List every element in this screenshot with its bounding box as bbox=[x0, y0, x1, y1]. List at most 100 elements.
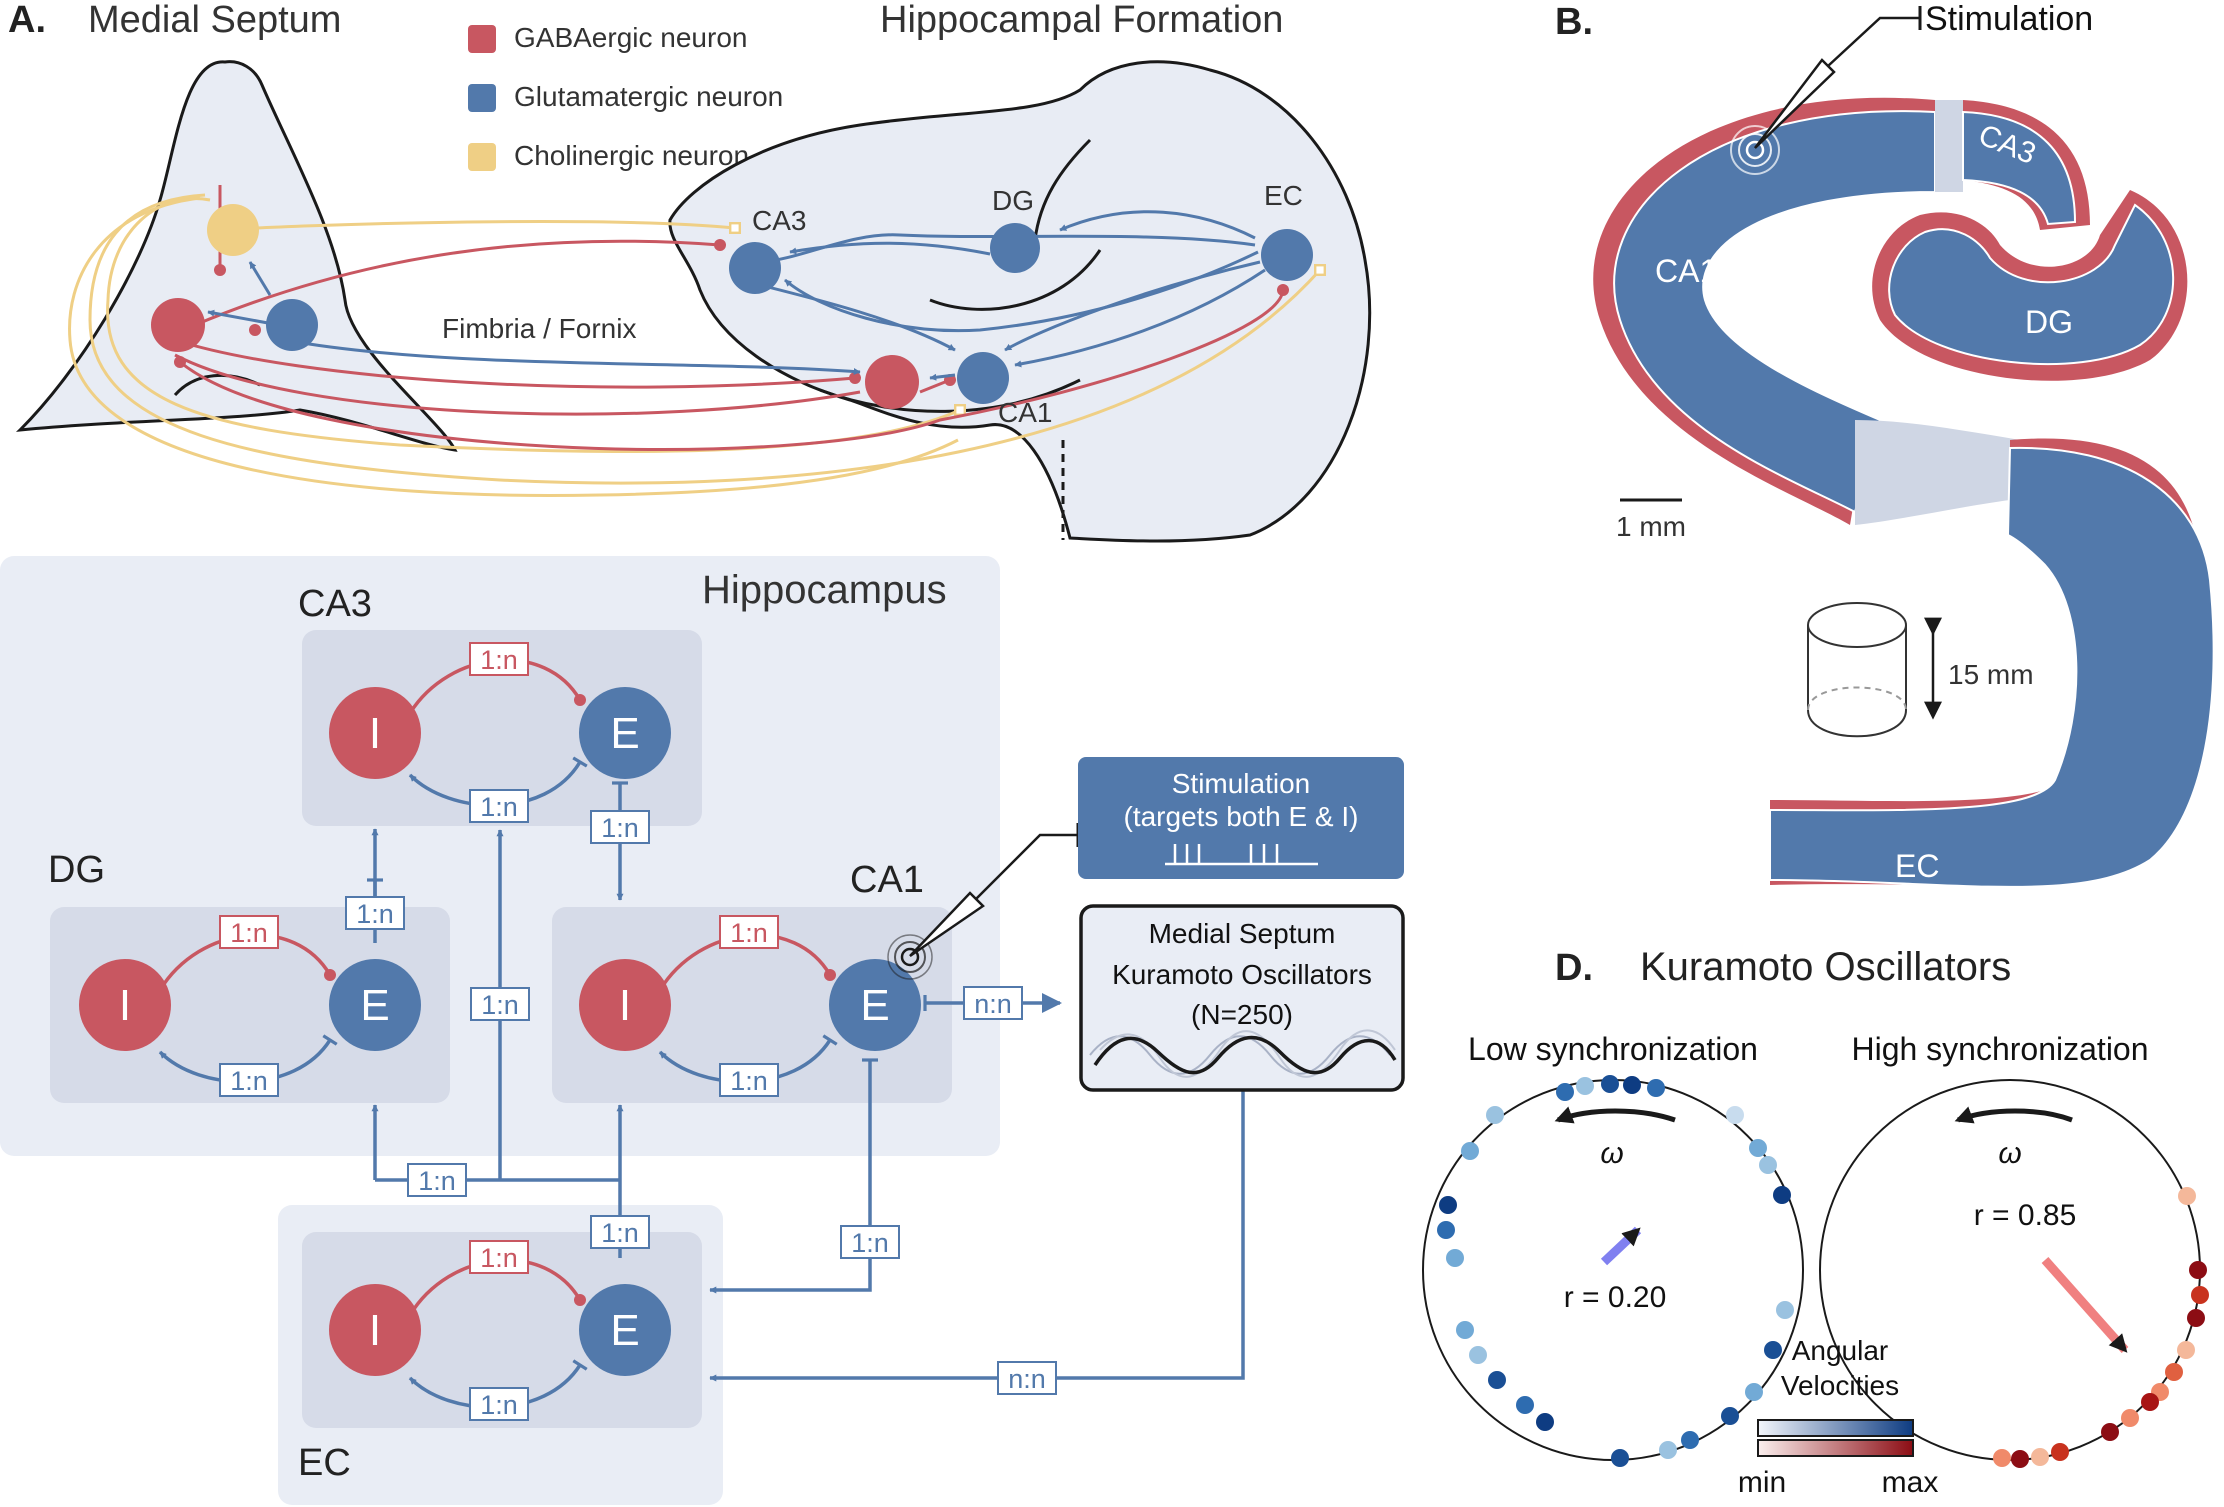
ca1-ms-ratio: n:n bbox=[974, 989, 1012, 1019]
legend-swatch-gaba bbox=[468, 25, 496, 53]
medial-septum-box bbox=[1079, 904, 1405, 1092]
colorbar-red bbox=[1757, 1439, 1914, 1457]
hippocampal-inner-line bbox=[1033, 138, 1092, 241]
dg-e-node bbox=[329, 959, 421, 1051]
ca1-gabaergic-neuron bbox=[865, 355, 919, 409]
dg-neuron bbox=[990, 223, 1040, 273]
legend: GABAergic neuron Glutamatergic neuron Ch… bbox=[468, 22, 783, 171]
hippocampus-label: Hippocampus bbox=[702, 568, 947, 612]
label-ca1: CA1 bbox=[1655, 253, 1717, 289]
ca1-glutamatergic-neuron bbox=[957, 352, 1009, 404]
ca1-i-node bbox=[579, 959, 671, 1051]
colorbar-title-line2: Velocities bbox=[1781, 1370, 1899, 1401]
ec-i-node bbox=[329, 1284, 421, 1376]
panel-d-title: Kuramoto Oscillators bbox=[1640, 945, 2011, 989]
ms-box-line3: (N=250) bbox=[1191, 999, 1293, 1030]
ec-ca1-ratio: 1:n bbox=[601, 1218, 639, 1248]
ca3-blue-body bbox=[1962, 110, 2077, 226]
ca1-blue-ratio: 1:n bbox=[730, 1066, 768, 1096]
spike-train-icon bbox=[1165, 844, 1318, 866]
legend-swatch-chol bbox=[468, 143, 496, 171]
ca3-module bbox=[302, 630, 702, 826]
ms-box-line2: Kuramoto Oscillators bbox=[1112, 959, 1372, 990]
ca3-ca1-ratio: 1:n bbox=[601, 813, 639, 843]
medial-septum-shape bbox=[15, 60, 458, 452]
panel-a: A. Medial Septum Hippocampal Formation G… bbox=[8, 0, 1372, 543]
ec-module bbox=[302, 1232, 702, 1428]
region-label-ca3: CA3 bbox=[752, 205, 806, 236]
panel-c: C. Hippocampus CA3 DG CA1 EC bbox=[0, 556, 1405, 1505]
medial-septum-title: Medial Septum bbox=[88, 0, 341, 41]
ec-module-label: EC bbox=[298, 1442, 351, 1484]
angular-velocity-colorbar: Angular Velocities min max bbox=[1738, 1335, 1939, 1499]
blue-ratio-labels: 1:n 1:n 1:n 1:n 1:n 1:n 1:n 1:n 1:n 1:n … bbox=[219, 789, 1057, 1421]
electrode-icon bbox=[1730, 6, 1922, 175]
ca3-neuron bbox=[729, 242, 781, 294]
hippocampal-formation-shape bbox=[668, 60, 1372, 543]
dg-blue-ratio: 1:n bbox=[230, 1066, 268, 1096]
dg-curve bbox=[929, 249, 1102, 311]
label-ec: EC bbox=[1895, 848, 1939, 884]
dg-i-label: I bbox=[119, 981, 131, 1030]
ca1-ec-ratio: 1:n bbox=[851, 1228, 889, 1258]
ca1-i-label: I bbox=[619, 981, 631, 1030]
dg-module bbox=[50, 907, 450, 1103]
low-sync-label: Low synchronization bbox=[1468, 1031, 1758, 1067]
ca3-i-label: I bbox=[369, 709, 381, 758]
ca1-e-node bbox=[829, 959, 921, 1051]
high-r-value: r = 0.85 bbox=[1974, 1199, 2077, 1232]
region-label-ec: EC bbox=[1264, 180, 1303, 211]
stimulation-box-line1: Stimulation bbox=[1172, 768, 1311, 799]
stimulation-box-line2: (targets both E & I) bbox=[1124, 801, 1359, 832]
ca1-electrode-icon bbox=[887, 823, 1080, 980]
ec-blue-ratio: 1:n bbox=[480, 1390, 518, 1420]
label-dg: DG bbox=[2025, 304, 2073, 340]
septum-gabaergic-neuron bbox=[151, 298, 205, 352]
colorbar-title-line1: Angular bbox=[1792, 1335, 1889, 1366]
stimulation-box bbox=[1078, 757, 1404, 879]
high-sync-oscillators bbox=[1993, 1187, 2209, 1468]
red-ratio-labels: 1:n 1:n 1:n 1:n bbox=[219, 642, 779, 1274]
ca3-e-node bbox=[579, 687, 671, 779]
low-omega: ω bbox=[1600, 1137, 1623, 1170]
dg-i-node bbox=[79, 959, 171, 1051]
legend-label-chol: Cholinergic neuron bbox=[514, 140, 749, 171]
legend-swatch-glut bbox=[468, 84, 496, 112]
ca1-e-label: E bbox=[860, 981, 889, 1030]
colorbar-blue bbox=[1757, 1419, 1914, 1437]
panel-d-letter: D. bbox=[1555, 947, 1593, 989]
ca1-ec-link bbox=[1855, 420, 2020, 525]
colorbar-max-label: max bbox=[1882, 1466, 1939, 1499]
ec-dg-ratio: 1:n bbox=[418, 1166, 456, 1196]
ec-red-ratio: 1:n bbox=[480, 1243, 518, 1273]
dg-red-ratio: 1:n bbox=[230, 918, 268, 948]
ca1-ca3-link bbox=[1935, 100, 1963, 192]
panel-a-letter: A. bbox=[8, 0, 46, 41]
depth-cylinder-icon bbox=[1807, 602, 1942, 738]
legend-label-gaba: GABAergic neuron bbox=[514, 22, 747, 53]
ec-nodes: I E bbox=[329, 1284, 671, 1376]
glutamatergic-paths bbox=[207, 210, 1266, 381]
panel-d: D. Kuramoto Oscillators Low synchronizat… bbox=[1422, 945, 2209, 1499]
ca3-i-node bbox=[329, 687, 421, 779]
ca1-nodes: I E bbox=[579, 959, 921, 1051]
ca1-module-label: CA1 bbox=[850, 859, 924, 901]
dg-blue-body bbox=[1888, 203, 2175, 366]
scale-bar-label: 1 mm bbox=[1616, 511, 1686, 542]
septum-cholinergic-neuron bbox=[207, 204, 259, 256]
ec-e-node bbox=[579, 1284, 671, 1376]
high-order-arrow bbox=[2041, 1257, 2129, 1353]
ca3-blue-ratio: 1:n bbox=[480, 792, 518, 822]
depth-label: 15 mm bbox=[1948, 659, 2034, 690]
ca3-e-label: E bbox=[610, 709, 639, 758]
ec-ca3-ratio: 1:n bbox=[481, 990, 519, 1020]
ms-box-line1: Medial Septum bbox=[1149, 918, 1336, 949]
ca1-curve bbox=[819, 378, 1081, 413]
region-label-dg: DG bbox=[992, 185, 1034, 216]
hippocampal-formation-title: Hippocampal Formation bbox=[880, 0, 1283, 41]
colorbar-min-label: min bbox=[1738, 1466, 1786, 1499]
ca3-nodes: I E bbox=[329, 687, 671, 779]
dg-ca3-ratio: 1:n bbox=[356, 899, 394, 929]
ec-i-label: I bbox=[369, 1306, 381, 1355]
low-omega-arrow bbox=[1554, 1106, 1676, 1124]
